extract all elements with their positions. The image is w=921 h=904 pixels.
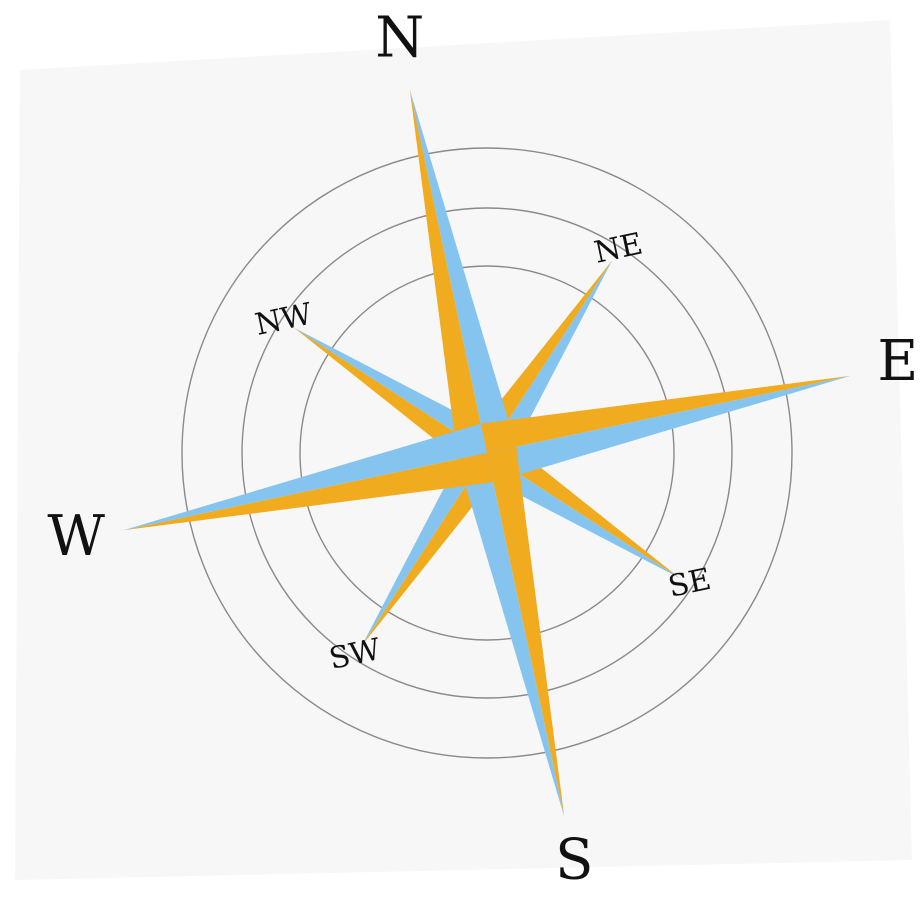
label-e: E	[877, 329, 918, 394]
label-n: N	[375, 6, 424, 71]
label-w: W	[47, 504, 105, 569]
label-s: S	[555, 827, 593, 892]
